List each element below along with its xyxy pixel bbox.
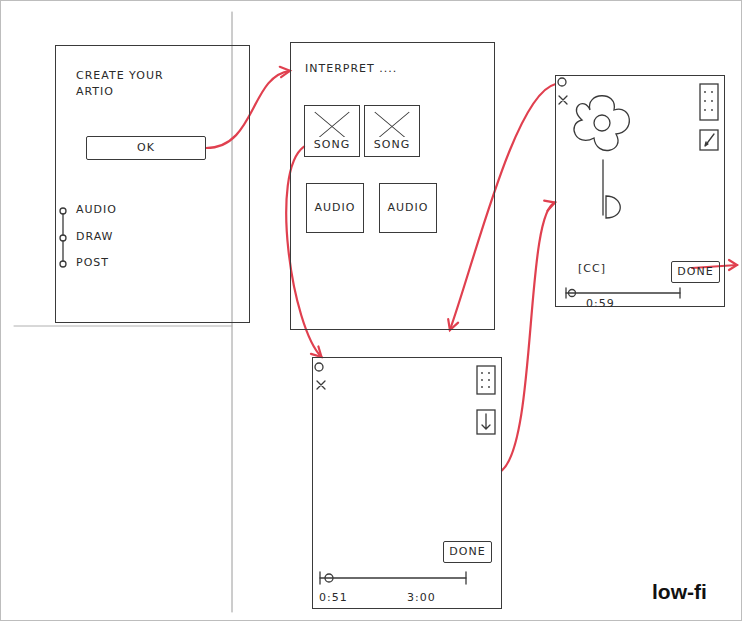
audio-tile: AUDIO [379,183,437,233]
button-label: OK [137,140,155,156]
song-tile: SONG [364,105,420,157]
screen-text: 3:00 [407,590,467,606]
screen-text: 0:59 [586,296,646,312]
button-label: DONE [677,264,713,280]
button-label: AUDIO [315,200,356,216]
screen-text: CREATE YOUR ARTIO [76,68,201,100]
fidelity-label: low-fi [652,580,707,604]
screen-frame: INTERPRET .... SONG SONG AUDIO AUDIO [290,42,495,330]
button-label: AUDIO [388,200,429,216]
step-label: POST [76,256,109,269]
ok-button: OK [86,136,206,160]
screen-frame: CREATE YOUR ARTIO OK [55,45,250,323]
song-tile: SONG [304,105,360,157]
flow-arrow [448,84,555,330]
screen-text: 0:51 [319,590,379,606]
done-button: DONE [671,261,720,283]
step-label: AUDIO [76,203,117,216]
screen-frame: 0:51 3:00 DONE [312,357,502,609]
screen-text: INTERPRET .... [305,61,485,77]
audio-tile: AUDIO [306,183,364,233]
flow-arrow [286,147,321,357]
screen-frame: [CC]0:59DONE [555,75,725,307]
screen-text: [CC] [578,261,658,277]
step-label: DRAW [76,230,113,243]
button-label: DONE [449,544,485,560]
button-label: SONG [312,137,352,153]
flow-arrow [206,67,290,148]
done-button: DONE [443,541,492,563]
flow-arrow [502,201,555,471]
button-label: SONG [372,137,412,153]
